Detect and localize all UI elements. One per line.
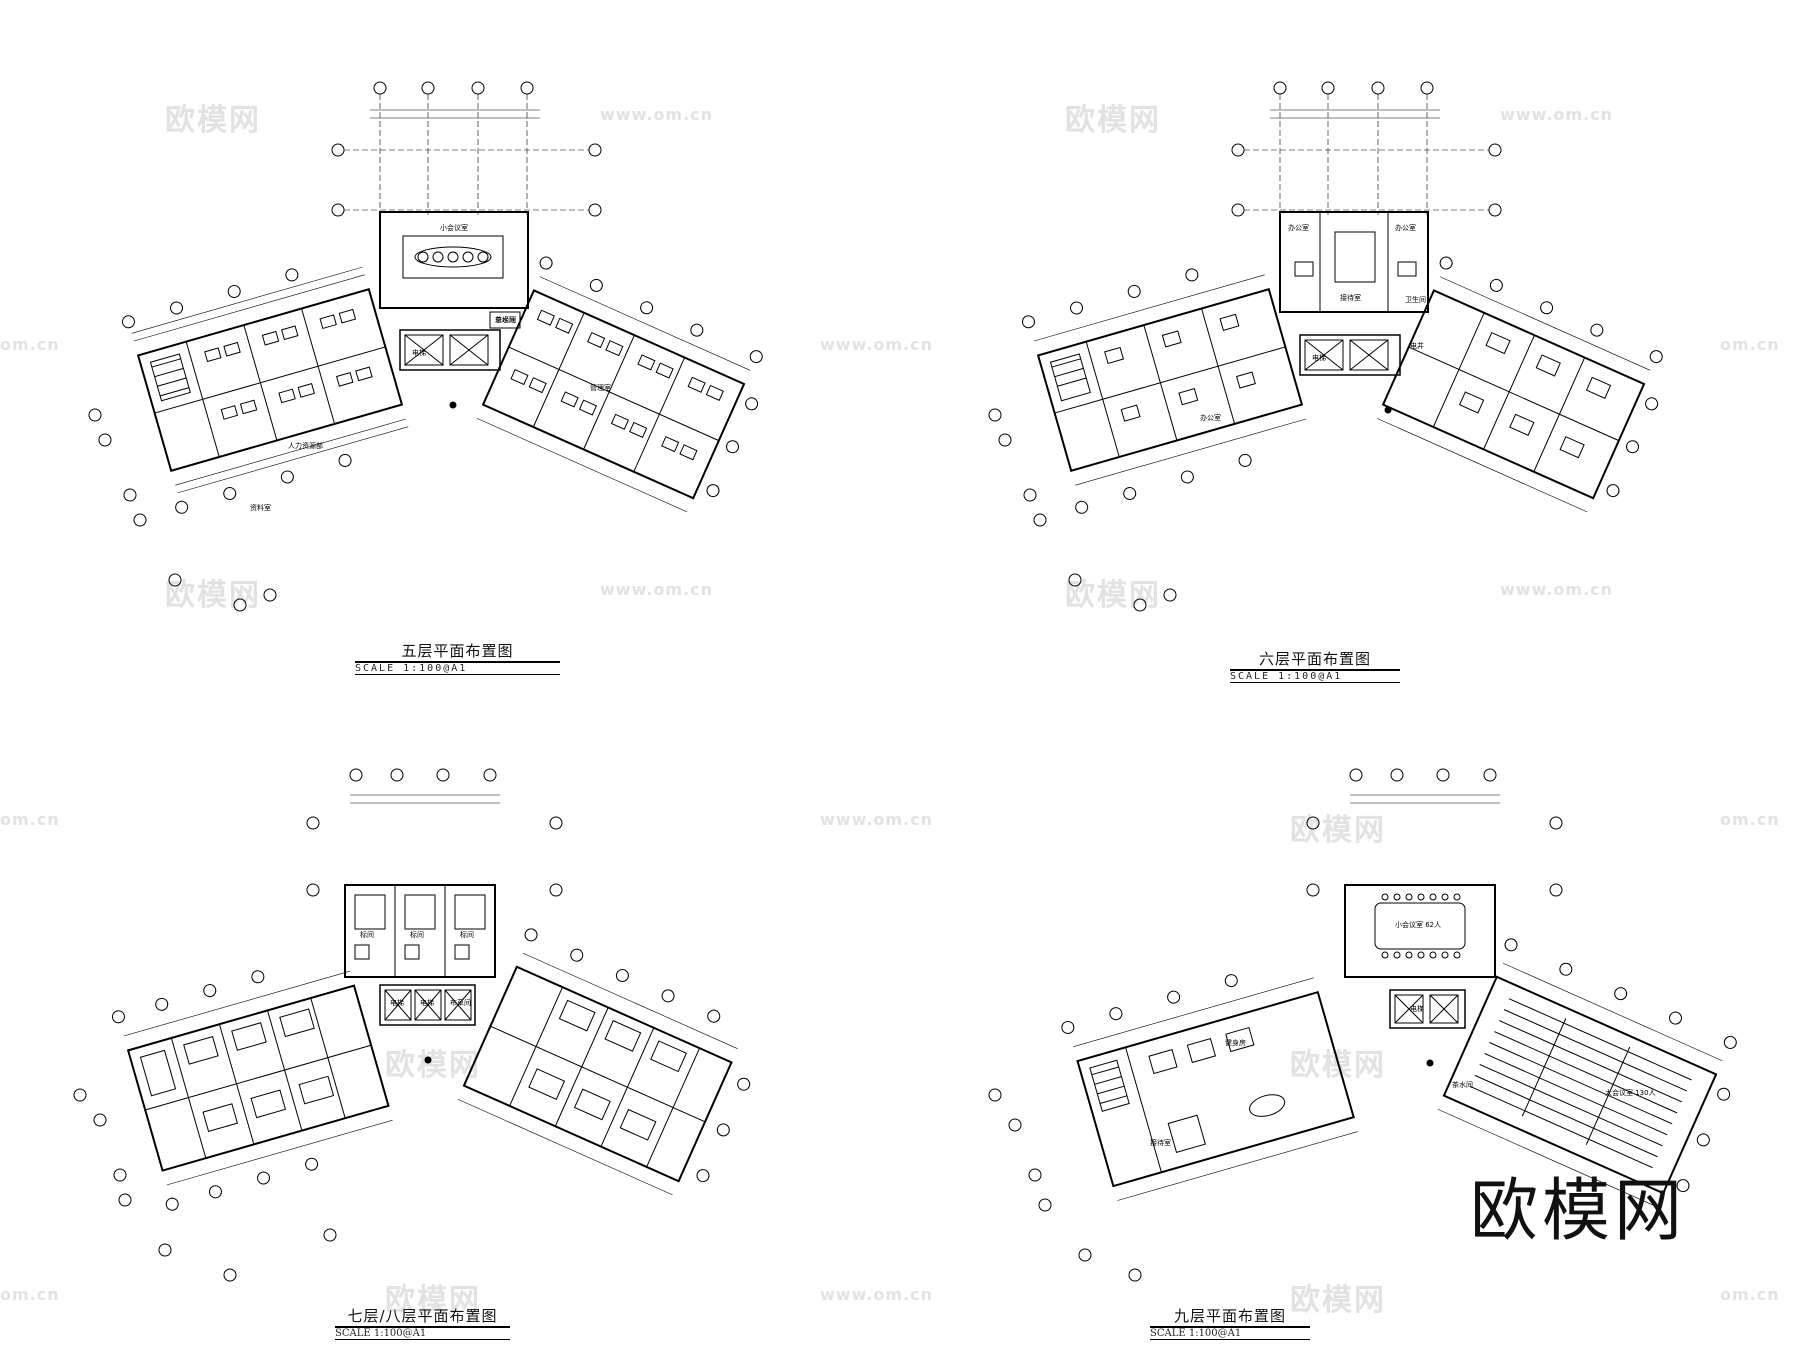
plan-title: 五层平面布置图: [355, 640, 560, 663]
room-label: 办公室: [1200, 413, 1221, 422]
plan-title-block: 九层平面布置图 SCALE 1:100@A1: [1150, 1305, 1310, 1340]
plan-title: 七层/八层平面布置图: [335, 1305, 510, 1328]
right-wing: [1437, 938, 1737, 1208]
plan-scale: SCALE 1:100@A1: [1230, 671, 1400, 683]
floor-plan-7-8-drawing: 标间 标间 标间 电梯 电梯 布草间: [73, 768, 751, 1282]
brand-logo: 欧模网: [1470, 1172, 1687, 1251]
plan-title-block: 七层/八层平面布置图 SCALE 1:100@A1: [335, 1305, 510, 1340]
grid-axis-top: [1306, 768, 1563, 897]
floor-plan-6: 办公室 接待室 办公室 卫生间 电梯 电井 办公室 六层平面布置图 SCALE …: [900, 0, 1800, 683]
floor-plan-9: 小会议室 62人 健身房 大会议室 130人 电梯 茶水间 接待室 九层平面布置…: [900, 675, 1800, 1350]
plan-scale: SCALE 1:100@A1: [355, 663, 560, 675]
room-label: 大会议室 130人: [1605, 1088, 1656, 1097]
room-label: 小会议室 62人: [1395, 920, 1441, 929]
room-label: 电梯: [390, 998, 404, 1007]
floor-plan-6-drawing: 办公室 接待室 办公室 卫生间 电梯 电井 办公室: [988, 81, 1663, 612]
room-label: 电井: [1410, 341, 1424, 350]
floor6-room-labels: 办公室 接待室 办公室 卫生间 电梯 电井 办公室: [1200, 223, 1426, 422]
grid-axis-top: [306, 768, 563, 897]
room-label: 电梯: [1410, 1004, 1424, 1013]
room-label: 卫生间: [1405, 295, 1426, 304]
room-label: 接待室: [1340, 293, 1361, 302]
plan-scale: SCALE 1:100@A1: [1150, 1328, 1310, 1340]
room-label: 管理室: [590, 383, 611, 392]
plan-scale: SCALE 1:100@A1: [335, 1328, 510, 1340]
floor9-room-labels: 小会议室 62人 健身房 大会议室 130人 电梯 茶水间 接待室: [1150, 920, 1656, 1147]
floor-plan-5-drawing: 小会议室 总经理 人力资源部 资料室 电梯 茶水间 管理室: [88, 81, 763, 612]
room-label: 电梯: [412, 348, 426, 357]
room-label: 电梯: [1312, 353, 1326, 362]
room-label: 资料室: [250, 503, 271, 512]
left-wing: [1021, 268, 1307, 514]
room-label: 办公室: [1395, 223, 1416, 232]
floor-plan-5: 小会议室 总经理 人力资源部 资料室 电梯 茶水间 管理室 五层平面布置图 SC…: [0, 0, 900, 675]
room-label: 健身房: [1225, 1038, 1246, 1047]
room-label: 接待室: [1150, 1138, 1171, 1147]
plan-title: 六层平面布置图: [1230, 648, 1400, 671]
grid-axis-top: [1231, 81, 1502, 217]
plan-title-block: 五层平面布置图 SCALE 1:100@A1: [355, 640, 560, 675]
left-wing: [1061, 974, 1358, 1201]
left-wing: [111, 970, 393, 1211]
room-label: 茶水间: [1452, 1080, 1473, 1089]
floor-plan-9-drawing: 小会议室 62人 健身房 大会议室 130人 电梯 茶水间 接待室: [988, 768, 1737, 1282]
room-label: 办公室: [1288, 223, 1309, 232]
floor-plan-7-8: 标间 标间 标间 电梯 电梯 布草间 七层/八层平面布置图 SCALE 1:10…: [0, 675, 900, 1350]
plan-title-block: 六层平面布置图 SCALE 1:100@A1: [1230, 648, 1400, 683]
room-label: 标间: [410, 930, 424, 939]
room-label: 布草间: [450, 998, 471, 1007]
room-label: 总经理: [495, 315, 516, 324]
room-label: 标间: [360, 930, 374, 939]
right-wing: [1376, 256, 1663, 513]
grid-axis-top: [331, 81, 602, 217]
auditorium-rows: [1469, 998, 1692, 1169]
room-label: 人力资源部: [288, 441, 323, 450]
room-label: 小会议室: [440, 223, 468, 232]
conference-table: [414, 246, 492, 268]
floor78-room-labels: 标间 标间 标间 电梯 电梯 布草间: [360, 930, 474, 1007]
meeting-chairs-top: [1381, 893, 1461, 959]
room-label: 标间: [460, 930, 474, 939]
right-wing: [457, 928, 751, 1196]
right-wing: [476, 256, 763, 513]
left-wing: [121, 266, 409, 514]
room-label: 电梯: [420, 998, 434, 1007]
plan-title: 九层平面布置图: [1150, 1305, 1310, 1328]
floor5-room-labels: 小会议室 总经理 人力资源部 资料室 电梯 茶水间 管理室: [250, 223, 611, 512]
room-label: 茶水间: [495, 315, 516, 324]
